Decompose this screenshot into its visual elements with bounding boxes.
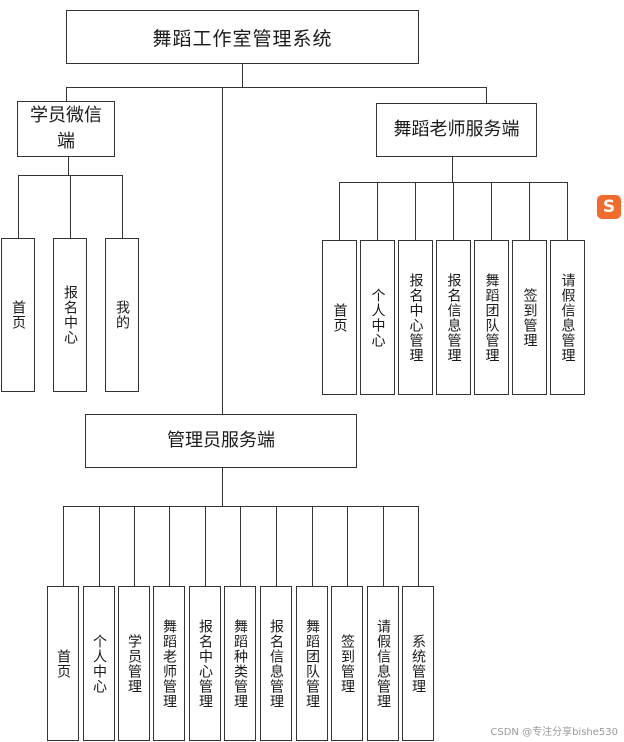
connector — [339, 182, 340, 240]
connector — [169, 506, 170, 586]
admin-leaf-profile: 个人中心 — [83, 586, 115, 741]
student-leaf-label: 我的 — [114, 300, 130, 330]
connector — [205, 506, 206, 586]
connector — [66, 87, 67, 101]
admin-leaf-label: 报名信息管理 — [268, 618, 284, 709]
teacher-leaf-checkin-mgmt: 签到管理 — [512, 240, 547, 395]
admin-leaf-label: 舞蹈老师管理 — [161, 618, 177, 709]
student-label: 学员微信端 — [30, 105, 102, 152]
admin-leaf-label: 舞蹈种类管理 — [232, 618, 248, 709]
admin-leaf-label: 签到管理 — [339, 633, 355, 694]
connector — [418, 506, 419, 586]
teacher-leaf-label: 请假信息管理 — [559, 272, 576, 363]
connector — [134, 506, 135, 586]
connector — [68, 157, 69, 175]
teacher-leaf-label: 个人中心 — [369, 287, 386, 348]
connector — [383, 506, 384, 586]
student-box: 学员微信端 — [17, 101, 115, 157]
connector — [18, 175, 19, 238]
connector — [312, 506, 313, 586]
admin-leaf-teacher-mgmt: 舞蹈老师管理 — [153, 586, 185, 741]
sogou-input-icon[interactable]: S — [597, 195, 621, 219]
admin-leaf-label: 报名中心管理 — [197, 618, 213, 709]
student-leaf-enroll-center: 报名中心 — [53, 238, 87, 392]
student-leaf-label: 报名中心 — [62, 285, 78, 345]
teacher-label: 舞蹈老师服务端 — [393, 119, 520, 140]
teacher-leaf-home: 首页 — [322, 240, 357, 395]
admin-leaf-label: 个人中心 — [91, 633, 107, 694]
connector — [240, 506, 241, 586]
teacher-leaf-label: 签到管理 — [521, 287, 538, 348]
admin-leaf-system-mgmt: 系统管理 — [402, 586, 434, 741]
teacher-leaf-label: 舞蹈团队管理 — [483, 272, 500, 363]
teacher-leaf-label: 首页 — [331, 302, 348, 333]
admin-leaf-enroll-center-mgmt: 报名中心管理 — [189, 586, 221, 741]
teacher-leaf-label: 报名信息管理 — [445, 272, 462, 363]
student-leaf-home: 首页 — [1, 238, 35, 392]
connector — [377, 182, 378, 240]
teacher-leaf-enroll-center-mgmt: 报名中心管理 — [398, 240, 433, 395]
connector — [63, 506, 419, 507]
teacher-box: 舞蹈老师服务端 — [376, 103, 537, 157]
connector — [452, 157, 453, 182]
root-box: 舞蹈工作室管理系统 — [66, 10, 419, 64]
student-leaf-mine: 我的 — [105, 238, 139, 392]
admin-leaf-home: 首页 — [47, 586, 79, 741]
connector — [415, 182, 416, 240]
teacher-leaf-label: 报名中心管理 — [407, 272, 424, 363]
teacher-leaf-leave-mgmt: 请假信息管理 — [550, 240, 585, 395]
connector — [242, 64, 243, 88]
connector — [222, 468, 223, 506]
connector — [66, 87, 486, 88]
admin-leaf-team-mgmt: 舞蹈团队管理 — [296, 586, 328, 741]
teacher-leaf-team-mgmt: 舞蹈团队管理 — [474, 240, 509, 395]
connector — [486, 87, 487, 103]
admin-leaf-label: 系统管理 — [410, 633, 426, 694]
connector — [491, 182, 492, 240]
admin-leaf-dance-type-mgmt: 舞蹈种类管理 — [224, 586, 256, 741]
admin-leaf-label: 舞蹈团队管理 — [304, 618, 320, 709]
admin-leaf-label: 学员管理 — [126, 633, 142, 694]
admin-leaf-leave-mgmt: 请假信息管理 — [367, 586, 399, 741]
admin-leaf-student-mgmt: 学员管理 — [118, 586, 150, 741]
connector — [70, 175, 71, 238]
connector — [529, 182, 530, 240]
watermark: CSDN @专注分享bishe530 — [490, 727, 618, 738]
admin-leaf-checkin-mgmt: 签到管理 — [331, 586, 363, 741]
admin-leaf-label: 首页 — [55, 648, 71, 679]
connector — [453, 182, 454, 240]
connector — [222, 87, 223, 414]
connector — [99, 506, 100, 586]
teacher-leaf-profile: 个人中心 — [360, 240, 395, 395]
connector — [567, 182, 568, 240]
admin-leaf-enroll-info-mgmt: 报名信息管理 — [260, 586, 292, 741]
admin-leaf-label: 请假信息管理 — [375, 618, 391, 709]
connector — [122, 175, 123, 238]
admin-box: 管理员服务端 — [85, 414, 357, 468]
connector — [276, 506, 277, 586]
admin-label: 管理员服务端 — [167, 430, 275, 451]
connector — [347, 506, 348, 586]
root-label: 舞蹈工作室管理系统 — [152, 27, 333, 50]
student-leaf-label: 首页 — [10, 300, 26, 330]
teacher-leaf-enroll-info-mgmt: 报名信息管理 — [436, 240, 471, 395]
connector — [63, 506, 64, 586]
